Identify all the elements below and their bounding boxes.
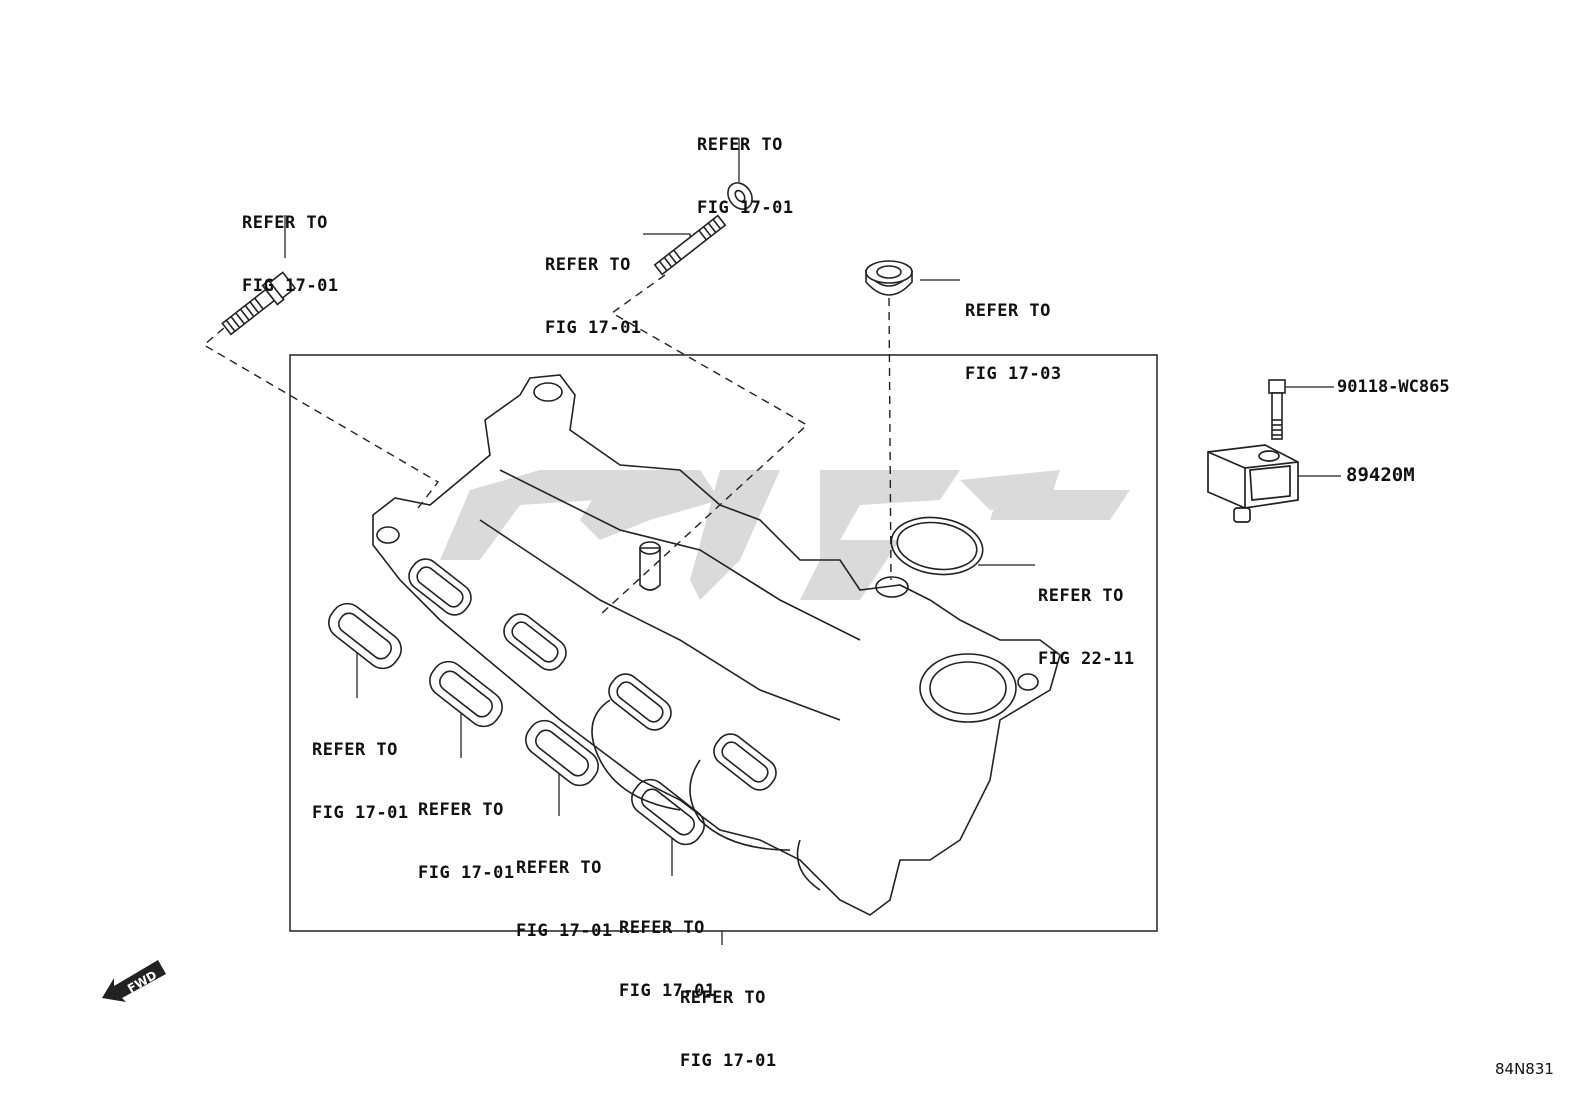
- callout-line1: REFER TO: [1038, 586, 1124, 606]
- callout-line2: FIG 17-01: [242, 276, 339, 296]
- callout-gasket-4: REFER TO FIG 17-01: [619, 876, 716, 1023]
- fwd-arrow-icon: FWD: [100, 948, 170, 1007]
- callout-line2: FIG 17-01: [312, 803, 409, 823]
- bolt-right-drawing: [1268, 379, 1286, 440]
- sensor-drawing: [1207, 444, 1299, 523]
- callout-line2: FIG 17-01: [418, 863, 515, 883]
- callout-line2: FIG 22-11: [1038, 649, 1135, 669]
- callout-line1: REFER TO: [242, 213, 328, 233]
- callout-manifold: REFER TO FIG 17-01: [680, 946, 777, 1093]
- callout-line1: REFER TO: [680, 988, 766, 1008]
- dashed-guides: [202, 274, 892, 616]
- part-number-sensor: 89420M: [1346, 464, 1415, 486]
- watermark: [440, 470, 1130, 600]
- callout-stud: REFER TO FIG 17-01: [545, 213, 642, 360]
- callout-line1: REFER TO: [312, 740, 398, 760]
- callout-line1: REFER TO: [516, 858, 602, 878]
- diagram-code: 84N831: [1495, 1060, 1554, 1078]
- callout-line2: FIG 17-03: [965, 364, 1062, 384]
- callout-line2: FIG 17-01: [545, 318, 642, 338]
- callout-line2: FIG 17-01: [516, 921, 613, 941]
- assembly-box: [289, 354, 1158, 932]
- callout-line2: FIG 17-01: [619, 981, 716, 1001]
- nut-drawing: [727, 182, 753, 210]
- intake-manifold-drawing: [372, 374, 1061, 916]
- callout-line1: REFER TO: [545, 255, 631, 275]
- runner-ports: [408, 558, 777, 791]
- plug-drawing: [865, 260, 913, 296]
- callout-line2: FIG 17-01: [697, 198, 794, 218]
- leader-lines: [284, 138, 1341, 876]
- stud-drawing: [653, 214, 727, 276]
- callout-gasket-3: REFER TO FIG 17-01: [516, 816, 613, 963]
- callout-plug: REFER TO FIG 17-03: [965, 259, 1062, 406]
- callout-bolt-left: REFER TO FIG 17-01: [242, 171, 339, 318]
- callout-line1: REFER TO: [697, 135, 783, 155]
- callout-line1: REFER TO: [619, 918, 705, 938]
- gaskets-drawing: [328, 602, 705, 846]
- bolt-left-drawing: [221, 271, 297, 336]
- oring-drawing: [890, 516, 984, 576]
- callout-line1: REFER TO: [965, 301, 1051, 321]
- callout-gasket-1: REFER TO FIG 17-01: [312, 698, 409, 845]
- part-number-bolt: 90118-WC865: [1337, 377, 1450, 397]
- callout-line2: FIG 17-01: [680, 1051, 777, 1071]
- callout-gasket-2: REFER TO FIG 17-01: [418, 758, 515, 905]
- callout-nut-top: REFER TO FIG 17-01: [697, 93, 794, 240]
- callout-oring: REFER TO FIG 22-11: [1038, 544, 1135, 691]
- callout-line1: REFER TO: [418, 800, 504, 820]
